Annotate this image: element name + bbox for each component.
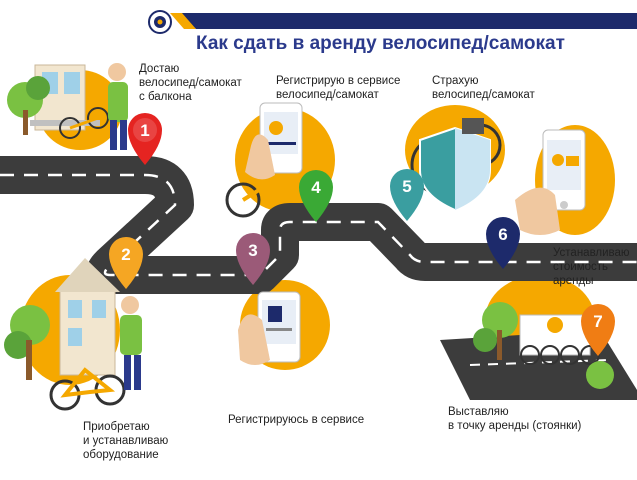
- logo-icon: [148, 10, 172, 34]
- balcony-bicycle-icon: [7, 63, 128, 150]
- step-pin-3: 3: [236, 233, 270, 285]
- step-pin-5-number: 5: [402, 177, 411, 196]
- step-pin-7-number: 7: [593, 312, 602, 331]
- step-2-caption: Приобретаю и устанавливаю оборудование: [83, 421, 169, 461]
- step-5-caption: Страхую велосипед/самокат: [432, 75, 535, 101]
- step-pin-4-number: 4: [311, 178, 321, 197]
- step-pin-2: 2: [109, 237, 143, 289]
- step-pin-6: 6: [486, 217, 520, 269]
- step-pin-3-number: 3: [248, 241, 257, 260]
- step-pin-5: 5: [390, 169, 424, 221]
- phone-price-icon: [515, 129, 586, 235]
- house-person-bicycle-icon: [4, 258, 142, 411]
- step-pin-1: 1: [128, 113, 162, 165]
- step-6-caption: Устанавливаю стоимость аренды: [553, 247, 630, 287]
- step-pin-1-number: 1: [140, 121, 149, 140]
- step-7-caption: Выставляю в точку аренды (стоянки): [448, 406, 582, 432]
- step-4-caption: Регистрирую в сервисе велосипед/самокат: [276, 75, 401, 101]
- step-pin-6-number: 6: [498, 225, 507, 244]
- bike-parking-icon: [473, 302, 614, 389]
- step-pin-4: 4: [299, 170, 333, 222]
- step-pin-2-number: 2: [121, 245, 130, 264]
- step-pin-7: 7: [581, 304, 615, 356]
- phone-bicycle-icon: [225, 102, 303, 218]
- step-3-caption: Регистрируюсь в сервисе: [228, 414, 365, 426]
- page-title: Как сдать в аренду велосипед/самокат: [196, 33, 565, 54]
- phone-registration-icon: [238, 291, 301, 365]
- insurance-shield-icon: [410, 118, 502, 212]
- step-1-caption: Достаю велосипед/самокат с балкона: [139, 63, 242, 103]
- header-bar: [170, 13, 637, 29]
